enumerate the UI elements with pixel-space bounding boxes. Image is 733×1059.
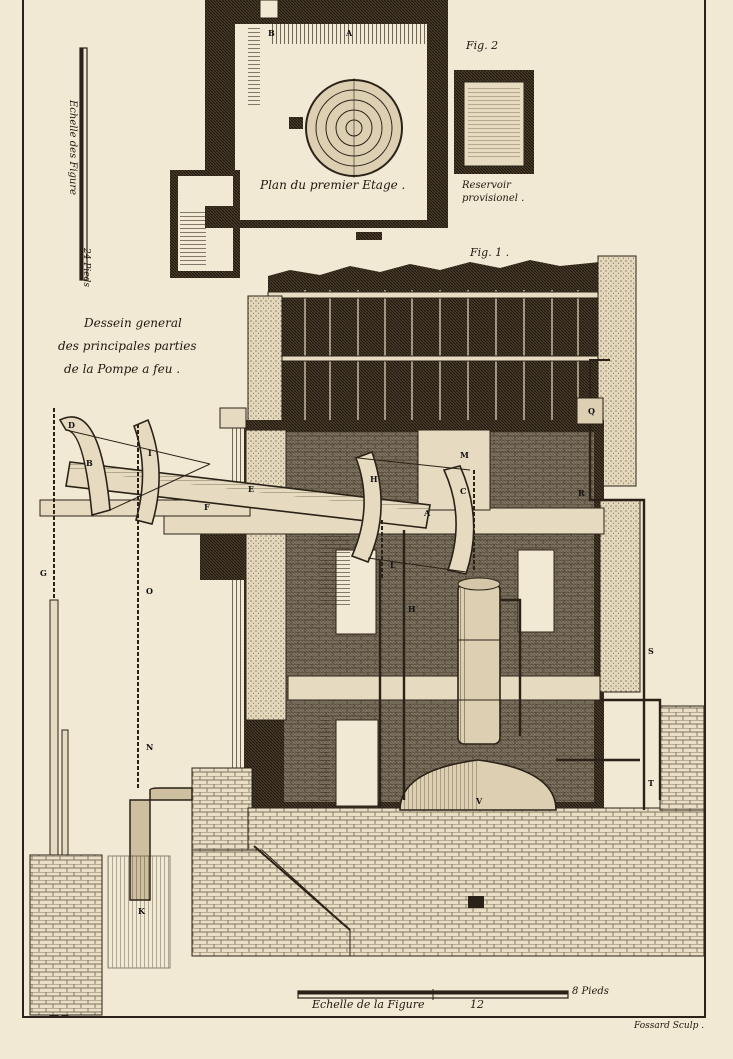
fig1-letter-a: A bbox=[424, 508, 431, 518]
fig1-title-line3: de la Pompe a feu . bbox=[64, 362, 181, 376]
fig1-letter-b: B bbox=[86, 458, 93, 468]
plan-label: Plan du premier Etage . bbox=[260, 178, 406, 192]
fig1-letter-t: T bbox=[648, 778, 654, 788]
horizontal-scale-mid: 12 bbox=[470, 998, 484, 1011]
fig1-letter-r: R bbox=[578, 488, 585, 498]
fig2-letter-a: A bbox=[346, 28, 353, 38]
plate-border bbox=[22, 0, 706, 1018]
vertical-scale bbox=[79, 47, 88, 281]
vertical-scale-end: 24 Pieds bbox=[81, 248, 91, 287]
fig1-letter-g: G bbox=[40, 568, 47, 578]
fig2-label: Fig. 2 bbox=[466, 39, 499, 52]
horizontal-scale-label: Echelle de la Figure bbox=[312, 998, 425, 1011]
fig1-letter-h-upper: H bbox=[370, 474, 378, 484]
fig1-title-line1: Dessein general bbox=[84, 316, 182, 330]
reservoir-label-line1: Reservoir bbox=[462, 180, 511, 191]
fig2-plan bbox=[170, 0, 534, 278]
fig1-letter-f: F bbox=[204, 502, 210, 512]
fig1-letter-d: D bbox=[68, 420, 75, 430]
fig1-letter-v: V bbox=[476, 796, 483, 806]
fig1-title-line2: des principales parties bbox=[58, 339, 197, 353]
fig1-letter-q: Q bbox=[588, 406, 595, 416]
fig1-letter-h-lower: H bbox=[408, 604, 416, 614]
fig1-letter-c: C bbox=[460, 486, 467, 496]
horizontal-scale-end: 8 Pieds bbox=[572, 986, 609, 997]
fig1-letter-i: I bbox=[148, 448, 152, 458]
horizontal-scale bbox=[297, 989, 569, 1000]
fig1-letter-o: O bbox=[146, 586, 153, 596]
fig1-letter-e: E bbox=[248, 484, 255, 494]
reservoir-label-line2: provisionel . bbox=[462, 193, 525, 204]
fig1-letter-l: L bbox=[390, 560, 396, 570]
fig1-letter-s: S bbox=[648, 646, 654, 656]
fig1-engine-house bbox=[29, 255, 705, 1017]
fig2-letter-b: B bbox=[268, 28, 275, 38]
fig1-letter-k: K bbox=[138, 906, 145, 916]
fig1-letter-n: N bbox=[146, 742, 154, 752]
fig1-letter-m: M bbox=[460, 450, 469, 460]
fig1-label: Fig. 1 . bbox=[470, 246, 510, 259]
vertical-scale-label: Echelle des Figure bbox=[67, 100, 78, 196]
engraver-signature: Fossard Sculp . bbox=[634, 1021, 705, 1031]
